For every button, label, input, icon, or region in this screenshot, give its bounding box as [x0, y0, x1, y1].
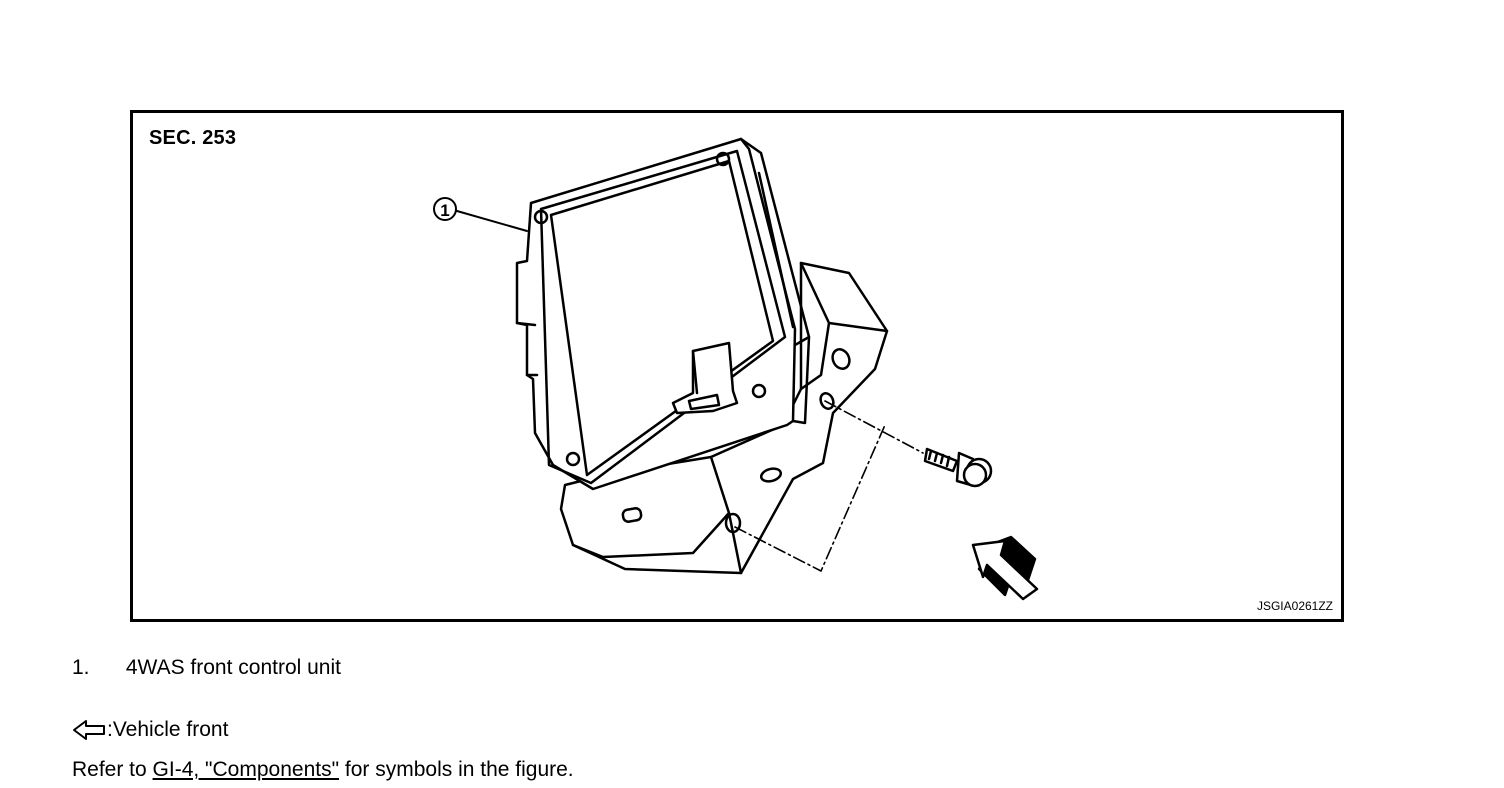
reference-note: Refer to GI-4, "Components" for symbols …	[72, 758, 574, 782]
callout-number: 1	[440, 201, 449, 220]
legend-number: 1.	[72, 656, 90, 679]
callout-leader-line	[456, 210, 528, 232]
vehicle-front-arrow-icon	[971, 535, 1039, 601]
reference-prefix: Refer to	[72, 758, 153, 781]
legend-text: 4WAS front control unit	[125, 656, 341, 679]
control-unit-diagram: 1	[433, 137, 1039, 601]
hollow-arrow-left-icon	[73, 720, 105, 740]
callout-badge-1: 1	[433, 197, 457, 221]
control-unit-body	[515, 137, 811, 491]
section-label: SEC. 253	[149, 127, 237, 149]
vehicle-front-note: :Vehicle front	[72, 718, 228, 742]
figure-code: JSGIA0261ZZ	[1256, 599, 1333, 613]
vehicle-front-text: :Vehicle front	[107, 718, 229, 741]
bolt	[923, 447, 993, 488]
reference-suffix: for symbols in the figure.	[339, 758, 574, 781]
figure-frame: SEC. 253	[130, 110, 1344, 622]
legend-item: 1. 4WAS front control unit	[72, 656, 341, 680]
installation-lines	[734, 400, 924, 572]
components-link[interactable]: GI-4, "Components"	[152, 758, 340, 781]
